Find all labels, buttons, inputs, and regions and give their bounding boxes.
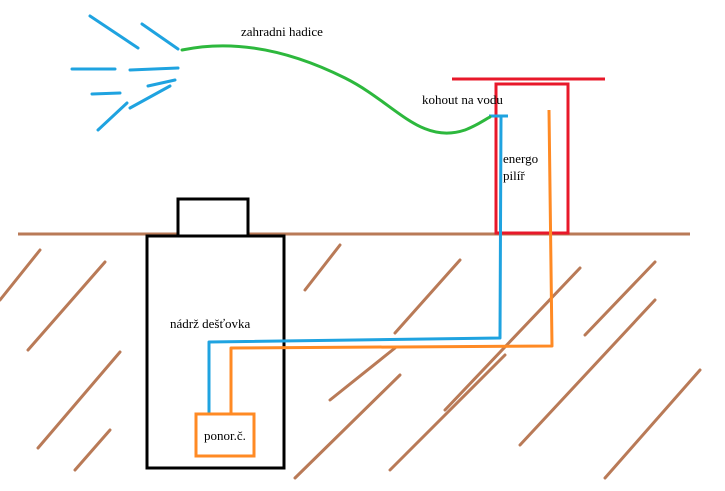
power-cable: [229, 109, 554, 414]
spray-stroke: [96, 101, 129, 132]
hatch-line: [393, 258, 462, 335]
garden-hose: [180, 44, 492, 135]
spray-stroke: [128, 84, 172, 110]
hatch-line: [36, 350, 122, 450]
hose-label: zahradni hadice: [241, 24, 323, 39]
spray-stroke: [140, 22, 180, 51]
water-pipe-line: [207, 115, 503, 414]
pillar-label-line2: pilíř: [503, 168, 525, 183]
tank-lid: [176, 197, 250, 238]
hatch-line: [0, 248, 42, 302]
hatch-line: [603, 368, 702, 480]
hatch-line: [328, 346, 397, 402]
tap-label: kohout na vodu: [422, 92, 503, 107]
hatch-line: [303, 243, 342, 292]
hatch-line: [518, 298, 657, 447]
pump-label: ponor.č.: [204, 428, 246, 443]
hatch-line: [583, 260, 657, 337]
spray-stroke: [90, 91, 122, 96]
hatch-line: [388, 353, 507, 472]
water-spray-icon: [70, 14, 180, 132]
hatch-line: [293, 373, 402, 480]
tank-label: nádrž dešťovka: [170, 316, 251, 331]
hatch-line: [26, 260, 107, 352]
hatch-line: [443, 266, 582, 412]
spray-stroke: [88, 14, 140, 50]
submersible-pump: [194, 412, 256, 458]
spray-stroke: [128, 66, 180, 72]
soil-hatching: [0, 243, 702, 480]
water-pipe: [207, 114, 508, 414]
hatch-line: [73, 428, 112, 472]
pillar-body: [494, 82, 570, 235]
energy-pillar: [452, 77, 605, 235]
pillar-label-line1: energo: [503, 151, 538, 166]
spray-stroke: [146, 78, 177, 88]
